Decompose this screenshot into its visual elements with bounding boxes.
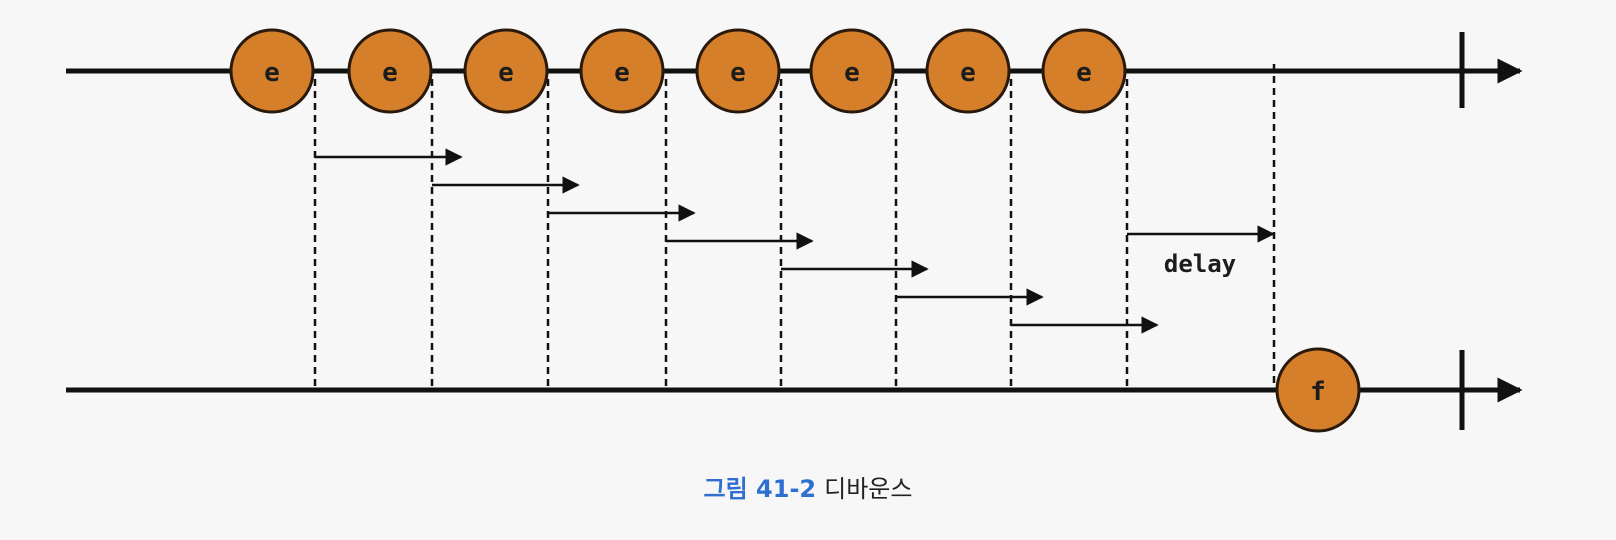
dashed-guide-lines	[313, 64, 1276, 388]
event-circle	[925, 28, 1011, 114]
delay-label: delay	[1164, 250, 1236, 278]
event-4: e	[579, 28, 665, 114]
event-label: e	[382, 58, 398, 88]
caption-title: 디바운스	[824, 475, 913, 503]
fired-event-label: f	[1310, 377, 1326, 407]
event-circle	[1041, 28, 1127, 114]
event-5: e	[695, 28, 781, 114]
event-label: e	[498, 58, 514, 88]
event-label: e	[960, 58, 976, 88]
event-circle	[809, 28, 895, 114]
event-label: e	[1076, 58, 1092, 88]
event-6: e	[809, 28, 895, 114]
event-1: e	[229, 28, 315, 114]
event-label: e	[844, 58, 860, 88]
event-2: e	[347, 28, 433, 114]
event-circle	[347, 28, 433, 114]
event-3: e	[463, 28, 549, 114]
event-label: e	[614, 58, 630, 88]
event-circle	[463, 28, 549, 114]
caption-number: 그림 41-2	[703, 475, 817, 503]
event-circle	[695, 28, 781, 114]
event-label: e	[730, 58, 746, 88]
event-circle	[229, 28, 315, 114]
event-7: e	[925, 28, 1011, 114]
event-8: e	[1041, 28, 1127, 114]
event-circle	[579, 28, 665, 114]
fired-event-circle	[1275, 347, 1361, 433]
delay-arrows	[315, 148, 1275, 334]
event-label: e	[264, 58, 280, 88]
fired-event: f	[1275, 347, 1361, 433]
